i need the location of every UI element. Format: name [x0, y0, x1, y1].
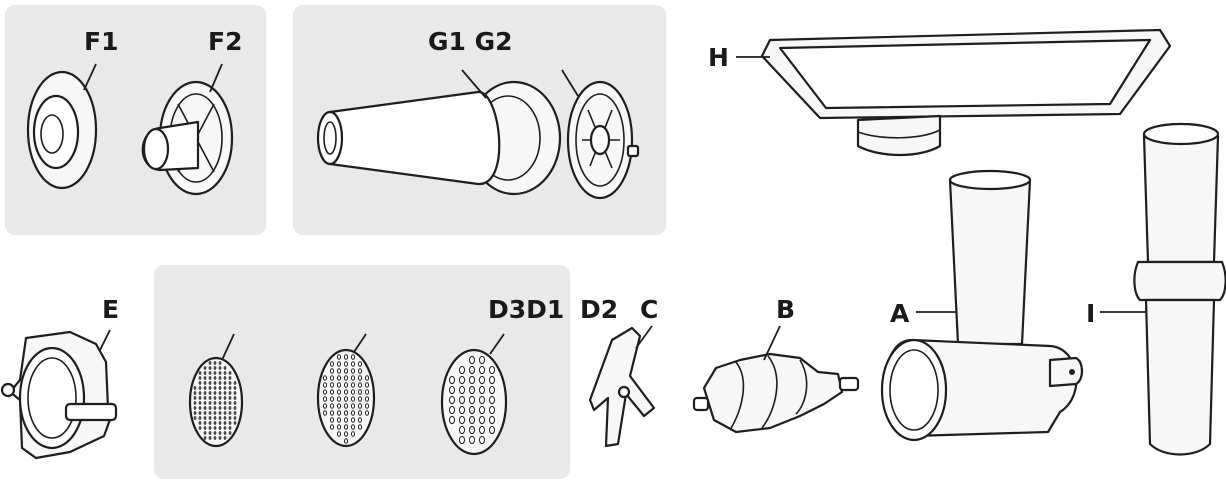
label-c: C	[640, 295, 658, 324]
label-b: B	[776, 295, 795, 324]
part-f1-ring	[26, 70, 98, 190]
leader-g1	[461, 69, 487, 99]
leader-d2	[489, 333, 505, 355]
part-i-pusher	[1133, 122, 1226, 456]
part-b-auger	[692, 352, 860, 434]
part-d3-fine-plate	[188, 356, 244, 448]
label-f1: F1	[84, 27, 118, 56]
label-h: H	[708, 43, 729, 72]
leader-lines	[83, 56, 1146, 361]
label-i: I	[1086, 299, 1095, 328]
leader-f2	[209, 63, 223, 93]
label-g1-g2: G1 G2	[428, 27, 513, 56]
part-d1-medium-plate	[316, 348, 376, 448]
part-d2-coarse-plate	[440, 348, 508, 456]
label-e: E	[102, 295, 119, 324]
part-e-ring-nut	[0, 330, 118, 460]
label-d2: D2	[580, 295, 618, 324]
leader-d1	[353, 333, 367, 353]
part-h-tray	[760, 28, 1172, 157]
label-f2: F2	[208, 27, 242, 56]
part-c-knife	[588, 326, 656, 448]
part-a-body	[880, 169, 1084, 442]
leader-d3	[221, 333, 235, 361]
leader-f1	[83, 63, 97, 91]
label-d3-d1: D3D1	[488, 295, 564, 324]
label-a: A	[890, 299, 910, 328]
part-g2-flange	[566, 80, 640, 200]
part-f2-sausage-adapter	[141, 80, 234, 196]
leader-e	[99, 329, 111, 351]
leader-c	[635, 325, 653, 349]
leader-b	[763, 325, 781, 361]
leader-g2	[561, 69, 579, 97]
